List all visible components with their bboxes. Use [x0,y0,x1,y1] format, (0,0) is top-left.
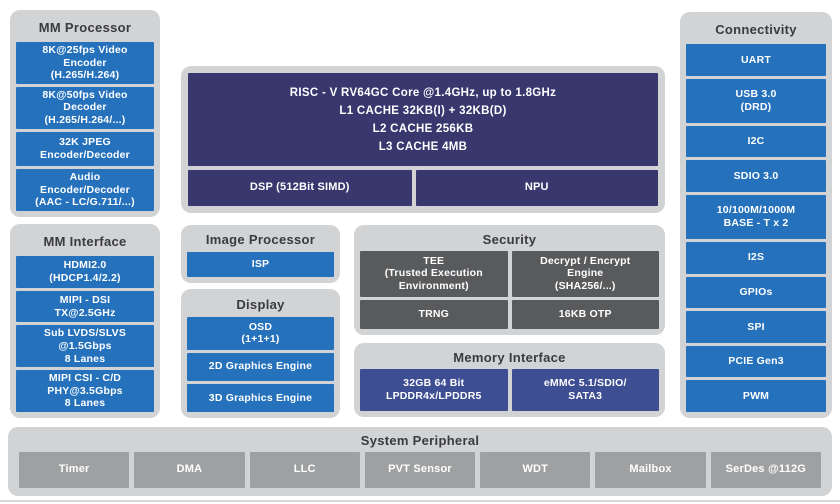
block-audio-codec: Audio Encoder/Decoder (AAC - LC/G.711/..… [16,169,154,211]
block-tee: TEE (Trusted Execution Environment) [360,251,508,297]
panel-cpu: RISC - V RV64GC Core @1.4GHz, up to 1.8G… [181,66,665,213]
cpu-l3-cache: L3 CACHE 4MB [378,140,468,153]
panel-system-peripheral: System Peripheral Timer DMA LLC PVT Sens… [8,427,832,496]
panel-display: Display OSD (1+1+1) 2D Graphics Engine 3… [181,289,340,418]
block-spi: SPI [686,311,826,343]
block-lpddr: 32GB 64 Bit LPDDR4x/LPDDR5 [360,369,508,411]
block-i2s: I2S [686,241,826,274]
block-mipi-dsi: MIPI - DSI TX@2.5GHz [16,290,154,323]
block-pcie: PCIE Gen3 [686,345,826,378]
panel-memory-interface: Memory Interface 32GB 64 Bit LPDDR4x/LPD… [354,343,665,417]
section-title-memory-interface: Memory Interface [453,350,566,365]
block-sub-lvds: Sub LVDS/SLVS @1.5Gbps 8 Lanes [16,325,154,368]
block-sdio: SDIO 3.0 [686,160,826,192]
cpu-core-spec: RISC - V RV64GC Core @1.4GHz, up to 1.8G… [289,86,557,99]
panel-connectivity: Connectivity UART USB 3.0 (DRD) I2C SDIO… [680,12,832,418]
section-title-security: Security [482,232,537,247]
mm-processor-blocks: 8K@25fps Video Encoder (H.265/H.264) 8K@… [16,42,154,211]
block-video-decoder: 8K@50fps Video Decoder (H.265/H.264/...) [16,86,154,129]
block-otp: 16KB OTP [511,299,659,329]
block-dma: DMA [134,452,245,488]
block-jpeg-codec: 32K JPEG Encoder/Decoder [16,131,154,167]
block-2d-graphics: 2D Graphics Engine [187,352,334,381]
block-video-encoder: 8K@25fps Video Encoder (H.265/H.264) [16,42,154,84]
block-hdmi: HDMI2.0 (HDCP1.4/2.2) [16,256,154,288]
section-title-connectivity: Connectivity [715,22,797,37]
block-timer: Timer [19,452,130,488]
block-i2c: I2C [686,125,826,158]
section-title-mm-processor: MM Processor [38,20,132,35]
connectivity-blocks: UART USB 3.0 (DRD) I2C SDIO 3.0 10/100M/… [686,44,826,412]
block-pvt-sensor: PVT Sensor [364,452,476,488]
cpu-l1-cache: L1 CACHE 32KB(I) + 32KB(D) [339,104,507,117]
mm-interface-blocks: HDMI2.0 (HDCP1.4/2.2) MIPI - DSI TX@2.5G… [16,256,154,412]
security-blocks: TEE (Trusted Execution Environment) Decr… [360,251,659,329]
memory-interface-blocks: 32GB 64 Bit LPDDR4x/LPDDR5 eMMC 5.1/SDIO… [360,369,659,411]
block-emmc-sata: eMMC 5.1/SDIO/ SATA3 [511,369,659,411]
block-mipi-csi: MIPI CSI - C/D PHY@3.5Gbps 8 Lanes [16,370,154,412]
block-llc: LLC [249,452,360,488]
block-uart: UART [686,44,826,76]
block-dsp: DSP (512Bit SIMD) [188,170,412,206]
display-blocks: OSD (1+1+1) 2D Graphics Engine 3D Graphi… [187,317,334,413]
section-title-display: Display [236,297,285,312]
block-osd: OSD (1+1+1) [187,317,334,350]
panel-mm-processor: MM Processor 8K@25fps Video Encoder (H.2… [10,10,160,217]
block-wdt: WDT [480,452,591,488]
block-npu: NPU [415,170,658,206]
block-trng: TRNG [360,299,508,329]
block-pwm: PWM [686,380,826,412]
panel-mm-interface: MM Interface HDMI2.0 (HDCP1.4/2.2) MIPI … [10,224,160,418]
section-title-image-processor: Image Processor [205,232,316,247]
panel-security: Security TEE (Trusted Execution Environm… [354,225,665,335]
section-title-system-peripheral: System Peripheral [360,433,480,448]
cpu-l2-cache: L2 CACHE 256KB [372,122,474,135]
system-peripheral-blocks: Timer DMA LLC PVT Sensor WDT Mailbox Ser… [19,452,821,488]
block-riscv-core: RISC - V RV64GC Core @1.4GHz, up to 1.8G… [188,73,658,166]
block-serdes: SerDes @112G [710,452,821,488]
block-crypto-engine: Decrypt / Encrypt Engine (SHA256/...) [511,251,659,297]
image-processor-blocks: ISP [187,252,334,277]
block-isp: ISP [187,252,334,277]
block-mailbox: Mailbox [595,452,706,488]
cpu-sub-blocks: DSP (512Bit SIMD) NPU [188,170,658,206]
block-usb: USB 3.0 (DRD) [686,78,826,123]
block-gpios: GPIOs [686,276,826,309]
section-title-mm-interface: MM Interface [43,234,127,249]
block-ethernet: 10/100M/1000M BASE - T x 2 [686,194,826,239]
panel-image-processor: Image Processor ISP [181,225,340,283]
block-3d-graphics: 3D Graphics Engine [187,383,334,413]
bottom-divider [0,500,840,502]
